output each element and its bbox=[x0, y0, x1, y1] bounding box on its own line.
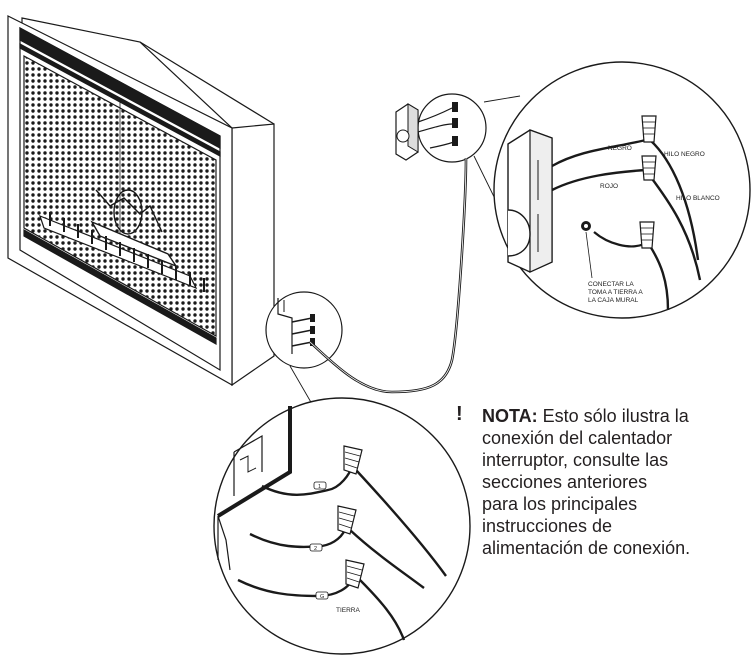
switch-wiring-detail: NEGRO HILO NEGRO ROJO HILO BLANCO CONECT… bbox=[493, 61, 751, 319]
note-block: ! NOTA: Esto sólo ilustra la conexión de… bbox=[456, 403, 752, 559]
note-line-6: instrucciones de bbox=[482, 516, 613, 536]
note-line-4: secciones anteriores bbox=[482, 472, 648, 492]
label-conectar-line3: LA CAJA MURAL bbox=[588, 297, 639, 304]
junction-wiring-detail: 1 2 G TIERRA bbox=[213, 397, 471, 655]
wire-tag-1: 1 bbox=[318, 484, 321, 490]
wire-tag-2: 2 bbox=[314, 546, 317, 552]
label-hilo-negro: HILO NEGRO bbox=[664, 151, 705, 158]
note-line-7: alimentación de conexión. bbox=[482, 538, 691, 558]
cable bbox=[309, 157, 468, 394]
label-hilo-blanco: HILO BLANCO bbox=[676, 195, 720, 202]
wire-tag-g: G bbox=[320, 594, 324, 600]
warning-icon: ! bbox=[456, 403, 463, 425]
switch-detail-circle bbox=[395, 93, 487, 163]
label-tierra: TIERRA bbox=[336, 607, 361, 614]
note-line-3: interruptor, consulte las bbox=[482, 450, 669, 470]
note-title: NOTA: bbox=[482, 406, 538, 426]
fireplace bbox=[7, 15, 275, 387]
note-line-2: conexión del calentador bbox=[482, 428, 673, 448]
label-conectar-line1: CONECTAR LA bbox=[588, 281, 634, 288]
note-line-1: NOTA: Esto sólo ilustra la bbox=[456, 405, 752, 427]
label-negro: NEGRO bbox=[608, 145, 632, 152]
note-line-1-text: Esto sólo ilustra la bbox=[537, 406, 689, 426]
junction-box-detail-circle bbox=[265, 291, 343, 369]
label-rojo: ROJO bbox=[600, 183, 618, 190]
label-conectar-line2: TOMA A TIERRA A bbox=[588, 289, 643, 296]
note-line-5: para los principales bbox=[482, 494, 638, 514]
